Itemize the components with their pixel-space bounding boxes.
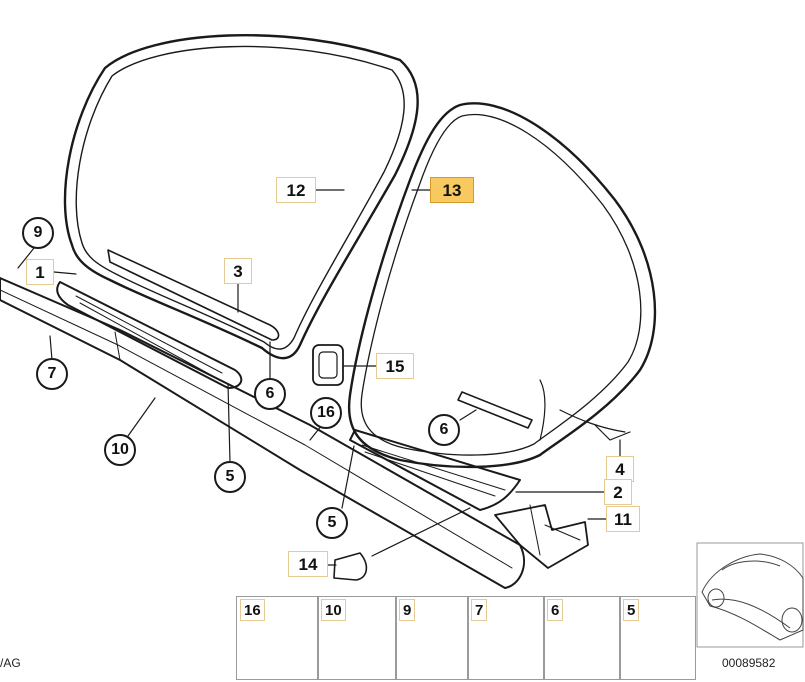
- callout-16[interactable]: 16: [310, 397, 342, 429]
- side-sill-trim: [0, 277, 525, 589]
- legend-label-16[interactable]: 16: [240, 599, 265, 621]
- callout-14[interactable]: 14: [288, 551, 328, 577]
- callout-5-front[interactable]: 5: [214, 461, 246, 493]
- drawing-number: 00089582: [722, 656, 776, 670]
- callout-2[interactable]: 2: [604, 479, 632, 505]
- legend-label-6[interactable]: 6: [547, 599, 564, 621]
- callout-6-front[interactable]: 6: [254, 378, 286, 410]
- rear-door-seal: [347, 102, 657, 469]
- callout-12[interactable]: 12: [276, 177, 316, 203]
- sill-strip-6: [457, 391, 533, 429]
- legend-label-5[interactable]: 5: [623, 599, 640, 621]
- bracket-11: [494, 504, 589, 569]
- callout-13-highlighted[interactable]: 13: [430, 177, 474, 203]
- car-thumbnail: [701, 553, 804, 641]
- legend-label-7[interactable]: 7: [471, 599, 488, 621]
- entrance-cover-rear: [349, 429, 521, 511]
- callout-3[interactable]: 3: [224, 258, 252, 284]
- callout-7[interactable]: 7: [36, 358, 68, 390]
- callout-10[interactable]: 10: [104, 434, 136, 466]
- car-thumbnail-frame: [696, 542, 804, 648]
- clip-15: [312, 344, 344, 386]
- callout-11[interactable]: 11: [606, 506, 640, 532]
- callout-1[interactable]: 1: [26, 259, 54, 285]
- copyright-fragment: /AG: [0, 656, 21, 670]
- front-door-seal: [63, 33, 419, 360]
- callout-9[interactable]: 9: [22, 217, 54, 249]
- callout-15[interactable]: 15: [376, 353, 414, 379]
- sill-strip-3: [107, 249, 280, 341]
- callout-6-rear[interactable]: 6: [428, 414, 460, 446]
- legend-label-10[interactable]: 10: [321, 599, 346, 621]
- callout-5-rear[interactable]: 5: [316, 507, 348, 539]
- legend-label-9[interactable]: 9: [399, 599, 416, 621]
- cap-14: [333, 552, 368, 581]
